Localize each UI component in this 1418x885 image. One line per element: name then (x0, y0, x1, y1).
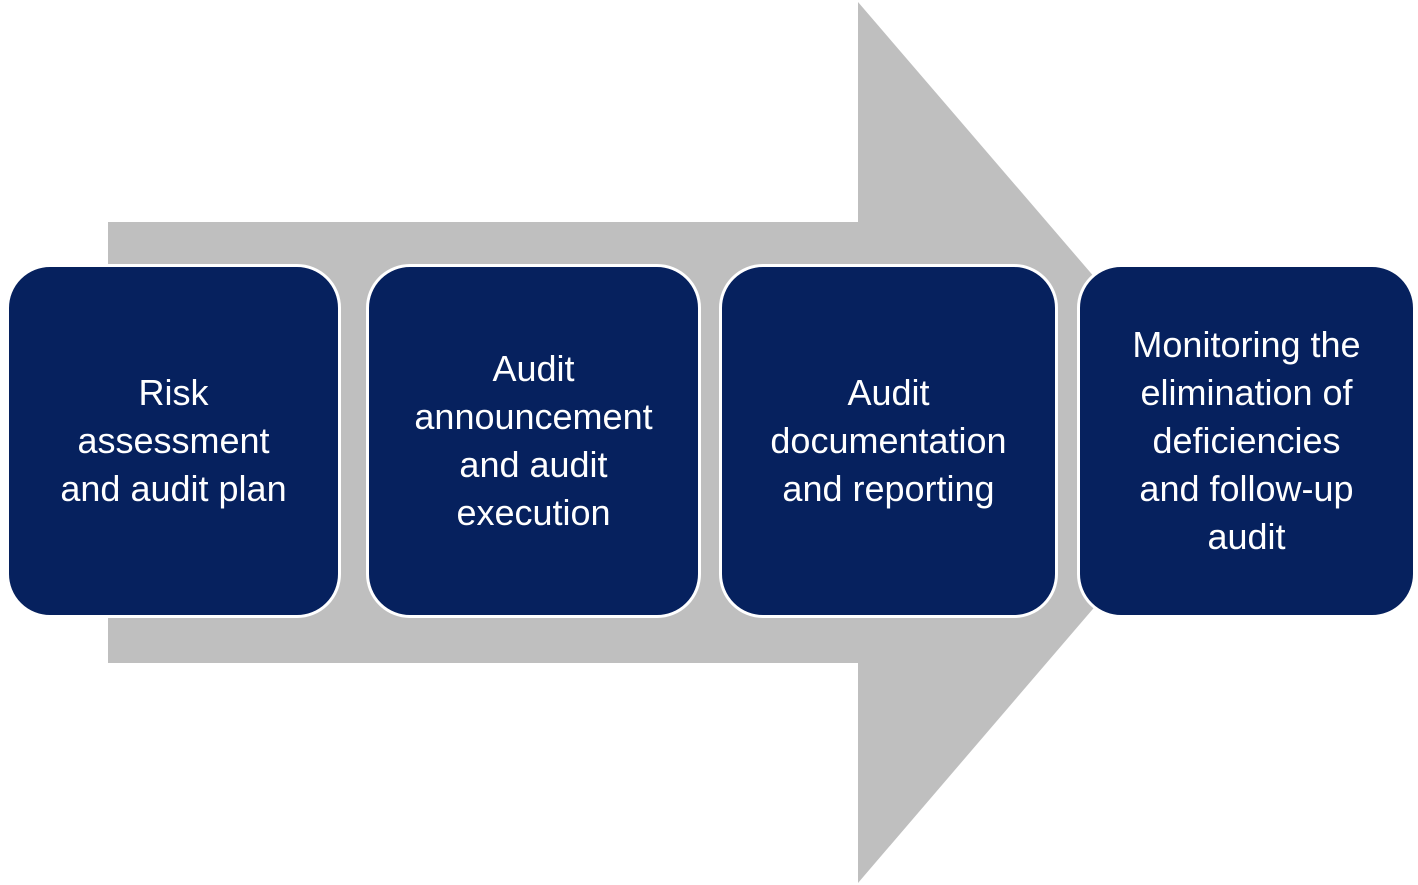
process-step-label: Risk assessment and audit plan (17, 369, 330, 513)
label-line: and audit plan (60, 468, 287, 509)
label-line: and reporting (782, 468, 995, 509)
label-line: Risk (138, 372, 209, 413)
label-line: and follow-up (1139, 468, 1354, 509)
label-line: audit (1207, 516, 1286, 557)
label-line: execution (456, 492, 611, 533)
label-line: Audit (847, 372, 930, 413)
label-line: elimination of (1140, 372, 1353, 413)
label-line: and audit (459, 444, 608, 485)
label-line: announcement (414, 396, 653, 437)
process-step-label: Audit announcement and audit execution (377, 345, 690, 537)
label-line: Monitoring the (1132, 324, 1361, 365)
process-step-monitoring: Monitoring the elimination of deficienci… (1077, 264, 1416, 618)
label-line: deficiencies (1152, 420, 1341, 461)
process-step-label: Monitoring the elimination of deficienci… (1088, 321, 1405, 561)
process-step-risk-assessment: Risk assessment and audit plan (6, 264, 341, 618)
label-line: documentation (770, 420, 1007, 461)
process-step-label: Audit documentation and reporting (730, 369, 1047, 513)
label-line: assessment (77, 420, 270, 461)
process-step-audit-documentation: Audit documentation and reporting (719, 264, 1058, 618)
label-line: Audit (492, 348, 575, 389)
process-step-audit-announcement: Audit announcement and audit execution (366, 264, 701, 618)
